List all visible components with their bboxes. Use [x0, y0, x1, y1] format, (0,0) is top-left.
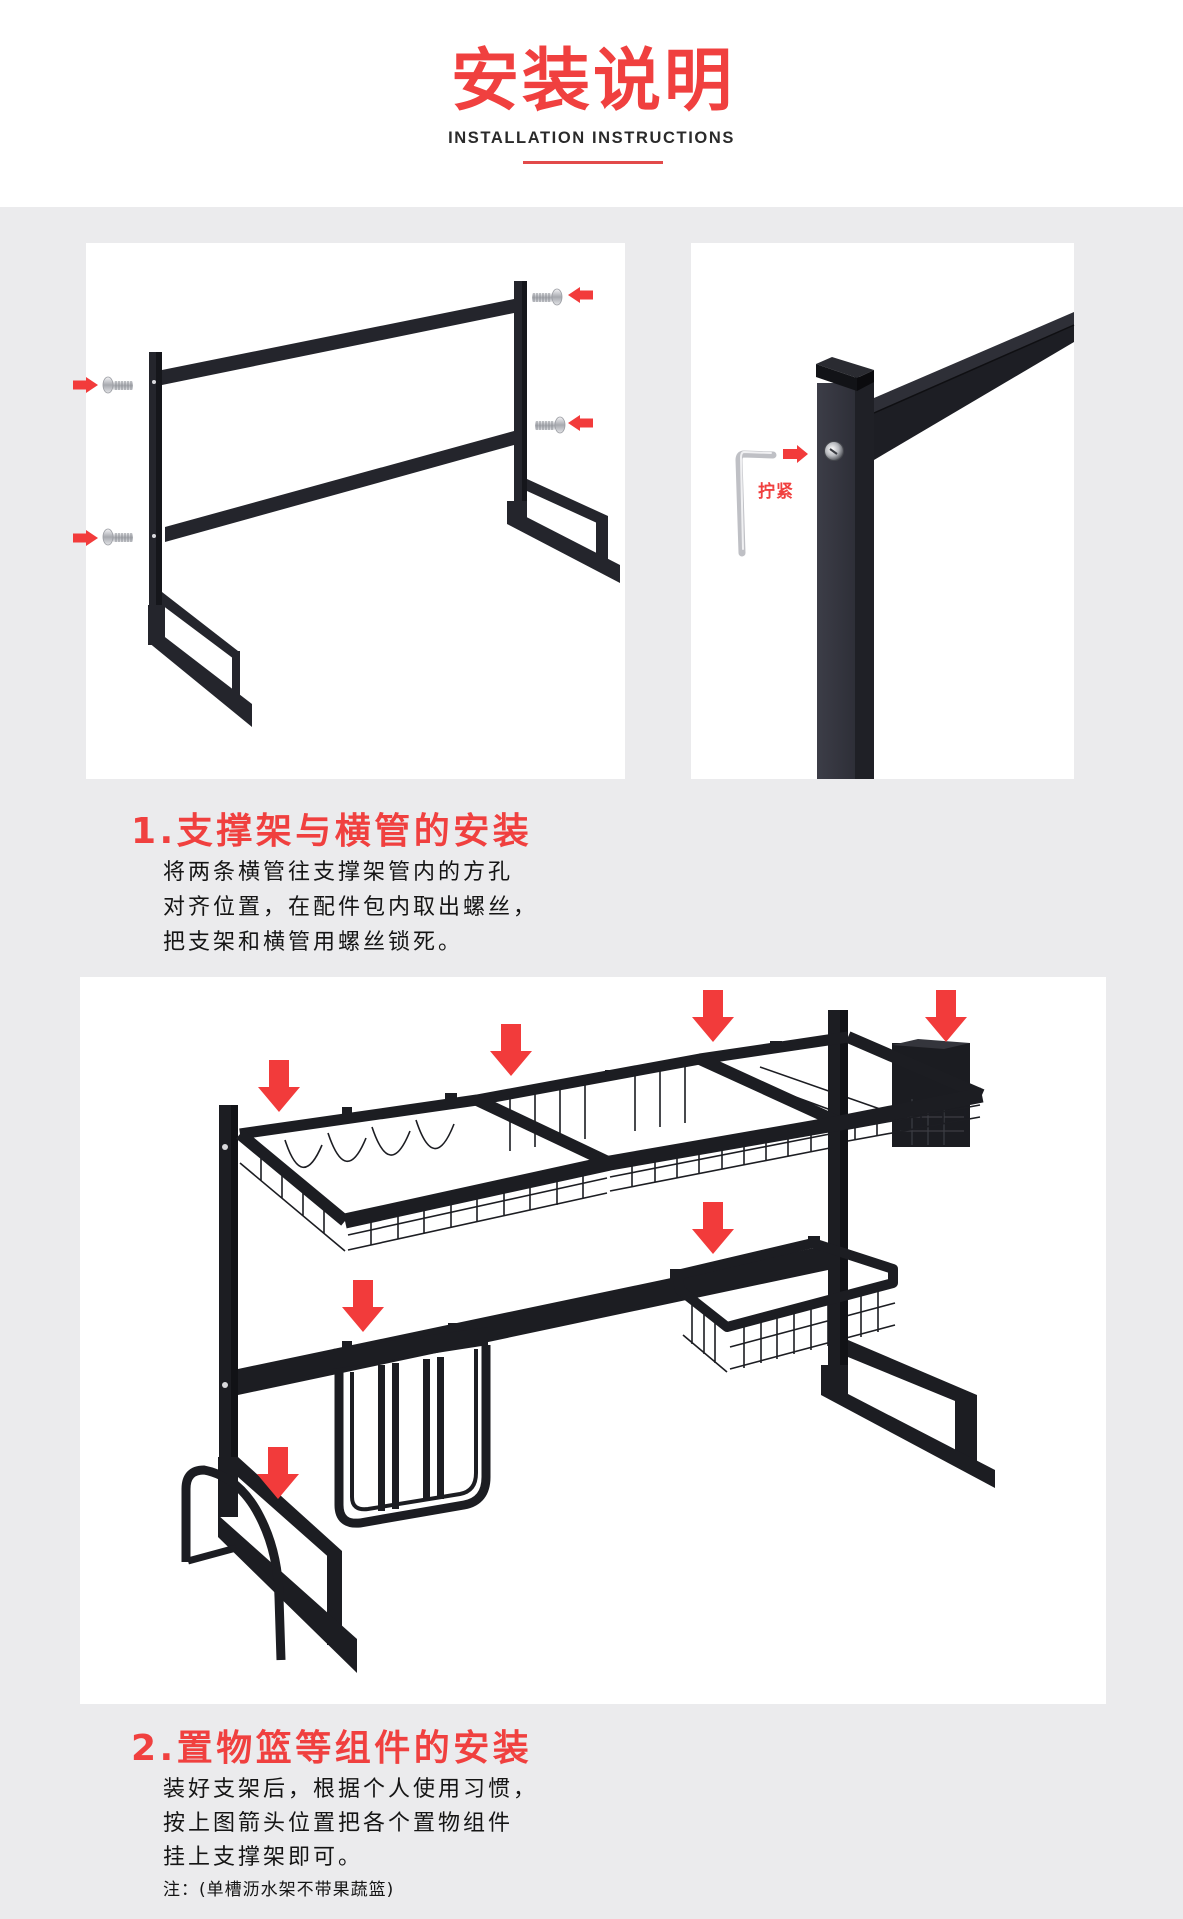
screw-icon	[102, 376, 133, 394]
step-2-description: 装好支架后，根据个人使用习惯， 按上图箭头位置把各个置物组件 挂上支撑架即可。	[163, 1773, 538, 1875]
left-foot	[181, 1457, 357, 1673]
arrow-down-icon	[692, 990, 734, 1042]
title-underline	[523, 161, 663, 164]
tighten-closeup-illustration	[735, 312, 1075, 779]
step-2-line: 按上图箭头位置把各个置物组件	[163, 1811, 514, 1836]
arrow-right-icon	[73, 377, 98, 393]
screw-icon	[532, 288, 563, 306]
arrow-left-icon	[568, 415, 593, 431]
allen-key-icon	[735, 450, 777, 557]
rack-assembly-illustration	[181, 990, 995, 1673]
step-2-line: 装好支架后，根据个人使用习惯，	[163, 1777, 539, 1802]
side-basket	[670, 1236, 898, 1332]
arrow-down-icon	[257, 1447, 299, 1499]
shelf-clips	[342, 1041, 782, 1116]
screw-icon	[102, 528, 133, 546]
step-2-line: 挂上支撑架即可。	[163, 1845, 364, 1870]
arrow-right-icon	[73, 530, 98, 546]
upright-post	[816, 357, 874, 779]
page-subtitle: INSTALLATION INSTRUCTIONS	[448, 129, 735, 147]
arrow-left-icon	[568, 287, 593, 303]
arrow-down-icon	[692, 1202, 734, 1254]
arrow-right-icon	[783, 445, 808, 463]
step-1-line: 对齐位置，在配件包内取出螺丝，	[163, 895, 539, 920]
screw-icon	[535, 416, 566, 434]
knife-holder	[333, 1323, 491, 1528]
step-1-description: 将两条横管往支撑架管内的方孔 对齐位置，在配件包内取出螺丝， 把支架和横管用螺丝…	[163, 855, 538, 960]
crossbar	[873, 312, 1075, 460]
tighten-callout: 拧紧	[758, 482, 794, 502]
step-1-line: 把支架和横管用螺丝锁死。	[163, 930, 464, 955]
arrow-down-icon	[925, 990, 967, 1042]
frame-assembly-illustration	[73, 281, 620, 727]
rack-posts	[219, 1010, 848, 1470]
arrow-down-icon	[342, 1280, 384, 1332]
tighten-closeup-figure: 拧紧	[691, 243, 1075, 779]
page-header: 安装说明 INSTALLATION INSTRUCTIONS	[0, 0, 1183, 207]
step-1-line: 将两条横管往支撑架管内的方孔	[163, 860, 514, 885]
right-foot	[821, 1340, 995, 1488]
arrow-down-icon	[258, 1060, 300, 1112]
rack-assembly-figure	[80, 977, 1106, 1704]
step-2-note: 注：(单槽沥水架不带果蔬篮)	[163, 1880, 395, 1900]
step-1-heading: 1.支撑架与横管的安装	[131, 811, 533, 852]
step-2-heading: 2.置物篮等组件的安装	[131, 1728, 533, 1769]
frame-assembly-figure	[73, 243, 625, 779]
top-shelf-frames	[236, 1031, 985, 1229]
placement-arrows	[257, 990, 967, 1499]
arrow-down-icon	[490, 1024, 532, 1076]
rack-side-frame	[148, 281, 620, 727]
screw-head-icon	[824, 441, 844, 461]
page-title: 安装说明	[450, 42, 735, 121]
